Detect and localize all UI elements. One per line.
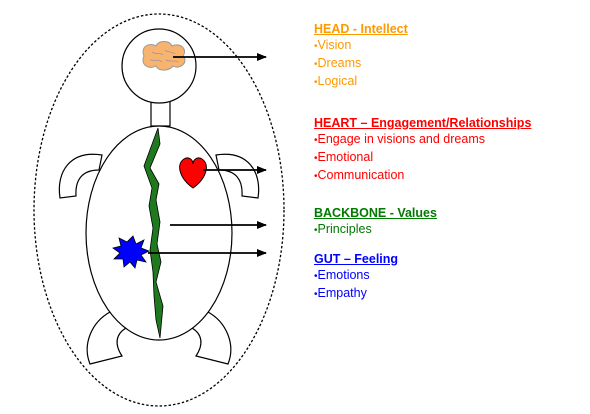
head-item: •Dreams bbox=[314, 55, 408, 73]
gut-item-label: Empathy bbox=[318, 286, 367, 300]
head-item: •Logical bbox=[314, 73, 408, 91]
backbone-title: BACKBONE - Values bbox=[314, 205, 437, 221]
backbone-item-label: Principles bbox=[318, 222, 372, 236]
brain-icon bbox=[143, 42, 185, 71]
heart-item: •Emotional bbox=[314, 149, 531, 167]
backbone-item: •Principles bbox=[314, 221, 437, 239]
heart-item-label: Engage in visions and dreams bbox=[318, 132, 485, 146]
heart-section: HEART – Engagement/Relationships •Engage… bbox=[314, 115, 531, 185]
heart-title: HEART – Engagement/Relationships bbox=[314, 115, 531, 131]
gut-section: GUT – Feeling •Emotions •Empathy bbox=[314, 251, 398, 303]
heart-item-label: Communication bbox=[318, 168, 405, 182]
head-item-label: Vision bbox=[318, 38, 352, 52]
head-item: •Vision bbox=[314, 37, 408, 55]
gut-title: GUT – Feeling bbox=[314, 251, 398, 267]
head-title: HEAD - Intellect bbox=[314, 21, 408, 37]
head-section: HEAD - Intellect •Vision •Dreams •Logica… bbox=[314, 21, 408, 91]
gut-item-label: Emotions bbox=[318, 268, 370, 282]
head-item-label: Dreams bbox=[318, 56, 362, 70]
neck bbox=[151, 101, 170, 126]
head-item-label: Logical bbox=[318, 74, 358, 88]
gut-item: •Emotions bbox=[314, 267, 398, 285]
heart-item: •Engage in visions and dreams bbox=[314, 131, 531, 149]
heart-item-label: Emotional bbox=[318, 150, 374, 164]
backbone-section: BACKBONE - Values •Principles bbox=[314, 205, 437, 239]
gut-item: •Empathy bbox=[314, 285, 398, 303]
heart-item: •Communication bbox=[314, 167, 531, 185]
